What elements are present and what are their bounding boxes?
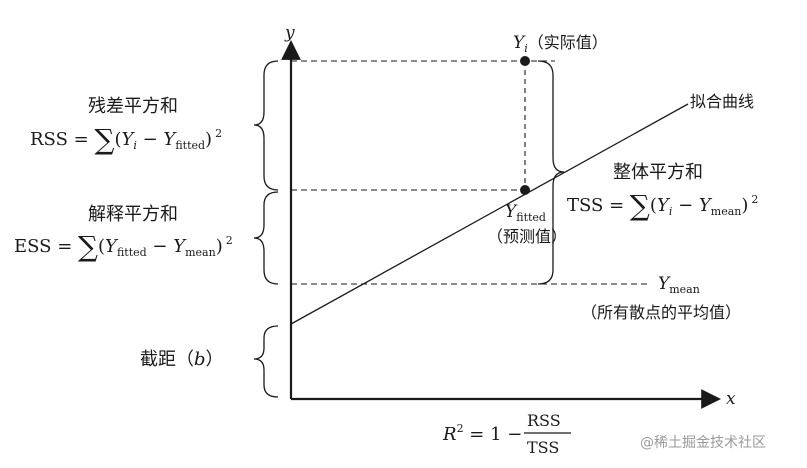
ess-title: 解释平方和 xyxy=(88,204,178,225)
ess-formula: ESS = ∑(Yfitted − Ymean)2 xyxy=(14,230,233,263)
y-axis-label: y xyxy=(284,23,295,43)
fit-line-label: 拟合曲线 xyxy=(690,92,754,111)
r2-denominator: TSS xyxy=(527,438,559,457)
actual-point xyxy=(520,56,530,66)
fitted-point-label: Yfitted xyxy=(505,202,546,224)
watermark: @稀土掘金技术社区 xyxy=(640,435,766,451)
fit-line xyxy=(290,103,689,325)
r2-lhs: R2 = 1 − xyxy=(442,422,522,445)
intercept-label: 截距（b） xyxy=(140,349,224,370)
intercept-brace xyxy=(253,325,279,398)
tss-brace xyxy=(537,60,565,285)
x-axis-label: x xyxy=(726,389,736,409)
rss-title: 残差平方和 xyxy=(88,96,178,117)
mean-label: Ymean xyxy=(658,274,700,296)
fitted-point-note: （预测值） xyxy=(487,227,567,246)
mean-note: （所有散点的平均值） xyxy=(581,303,741,322)
tss-formula: TSS = ∑(Yi − Ymean)2 xyxy=(567,189,758,222)
r2-numerator: RSS xyxy=(527,411,561,430)
ess-brace xyxy=(253,191,279,285)
rss-brace xyxy=(253,60,279,191)
actual-point-label: Yi（实际值） xyxy=(513,33,608,55)
rss-formula: RSS = ∑(Yi − Yfitted)2 xyxy=(30,123,222,156)
fitted-point xyxy=(520,185,530,195)
tss-title: 整体平方和 xyxy=(613,162,703,183)
